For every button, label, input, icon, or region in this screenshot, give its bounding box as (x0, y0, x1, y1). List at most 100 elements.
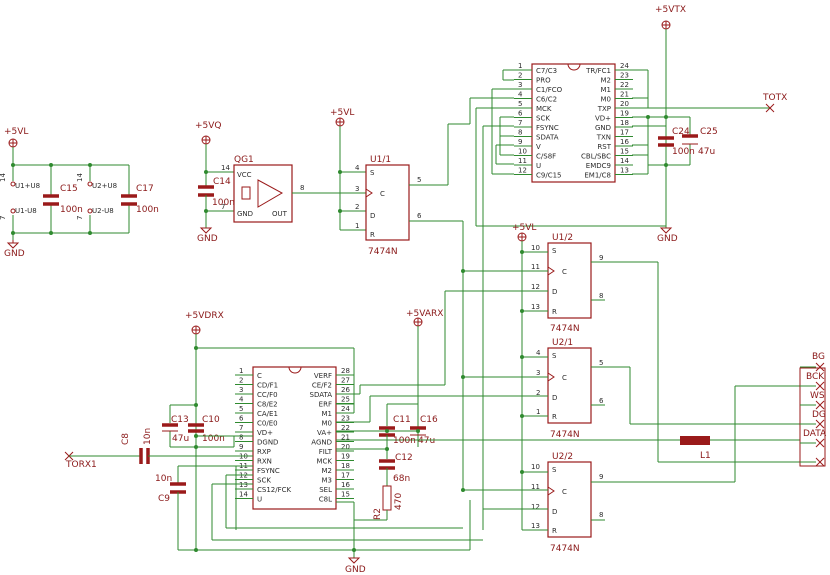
chip-pin-label: EMDC9 (586, 162, 611, 170)
net-bg: BG (812, 352, 825, 362)
flipflop-body (547, 461, 592, 538)
chip-pin-number: 1 (239, 367, 243, 375)
svg-text:9: 9 (599, 473, 603, 481)
svg-text:7474N: 7474N (550, 544, 580, 554)
chip-pin-number: 16 (341, 481, 350, 489)
chip-pin-label: VD+ (595, 115, 611, 123)
chip-pin-number: 5 (239, 405, 243, 413)
chip-pin-label: EM1/C8 (584, 172, 611, 180)
chip-pin-number: 14 (239, 491, 248, 499)
chip-pin-label: M1 (601, 86, 612, 94)
svg-text:U2/1: U2/1 (552, 338, 573, 348)
svg-text:10: 10 (531, 463, 540, 471)
chip-pin-label: ERF (319, 401, 332, 409)
chip-pin-number: 8 (518, 129, 522, 137)
chip-pin-number: 4 (518, 91, 523, 99)
svg-text:14: 14 (221, 164, 230, 172)
svg-text:C: C (562, 374, 567, 382)
chip-pin-label: V (536, 143, 541, 151)
chip-pin-number: 24 (620, 62, 629, 70)
svg-text:8: 8 (300, 184, 304, 192)
svg-text:8: 8 (599, 292, 603, 300)
svg-text:10n: 10n (143, 428, 153, 445)
chip-pin-number: 14 (620, 157, 629, 165)
chip-pin-number: 23 (341, 415, 350, 423)
tx-chip-body (531, 63, 616, 183)
svg-text:3: 3 (536, 369, 540, 377)
chip-pin-label: U (257, 496, 262, 504)
svg-text:7: 7 (0, 216, 7, 220)
chip-pin-label: C0/E0 (257, 420, 278, 428)
svg-text:R: R (552, 527, 557, 535)
chip-pin-number: 7 (518, 119, 522, 127)
svg-text:D: D (552, 508, 557, 516)
chip-pin-label: MCK (536, 105, 552, 113)
chip-pin-label: C7/C3 (536, 67, 557, 75)
net-ws: WS (810, 391, 825, 401)
chip-pin-label: M0 (601, 96, 612, 104)
chip-pin-number: 1 (518, 62, 522, 70)
rx-chip-body (252, 366, 337, 510)
svg-text:5: 5 (599, 359, 603, 367)
svg-text:+5VARX: +5VARX (406, 309, 443, 319)
chip-pin-label: MCK (316, 458, 332, 466)
svg-text:13: 13 (531, 303, 540, 311)
chip-pin-label: M3 (322, 477, 333, 485)
svg-text:C11: C11 (393, 415, 411, 425)
chip-pin-number: 20 (341, 443, 350, 451)
svg-text:GND: GND (345, 565, 366, 575)
power-label: +5VL (4, 127, 28, 137)
svg-text:1: 1 (536, 408, 540, 416)
flipflop-body (547, 347, 592, 424)
c17-label: C17 (136, 184, 154, 194)
chip-pin-label: SEL (319, 486, 332, 494)
chip-pin-label: CBL/SBC (581, 153, 611, 161)
chip-pin-number: 6 (239, 415, 244, 423)
chip-pin-label: M1 (322, 410, 333, 418)
svg-text:C9: C9 (158, 494, 170, 504)
chip-pin-number: 18 (341, 462, 350, 470)
svg-text:L1: L1 (700, 451, 711, 461)
svg-text:C: C (562, 488, 567, 496)
chip-pin-label: M0 (322, 420, 333, 428)
svg-text:U1/2: U1/2 (552, 233, 573, 243)
svg-text:D: D (552, 288, 557, 296)
svg-text:C12: C12 (395, 453, 413, 463)
svg-text:+5VTX: +5VTX (655, 5, 686, 15)
net-data: DATA (803, 429, 827, 439)
chip-pin-label: CE/F2 (312, 382, 332, 390)
chip-pin-number: 9 (518, 138, 522, 146)
svg-text:7: 7 (76, 216, 84, 220)
chip-pin-number: 13 (620, 167, 629, 175)
chip-pin-label: C8/E2 (257, 401, 278, 409)
supply-decoupling: +5VL U1+U8 U1-U8 U2+U8 U2-U8 14 7 14 7 C… (0, 127, 159, 259)
svg-text:2: 2 (536, 389, 540, 397)
svg-text:470: 470 (394, 493, 404, 510)
chip-pin-label: GND (595, 124, 611, 132)
svg-text:100n: 100n (672, 147, 695, 157)
svg-text:R: R (552, 308, 557, 316)
svg-text:47u: 47u (418, 436, 435, 446)
svg-text:10: 10 (531, 244, 540, 252)
chip-pin-label: TXN (596, 134, 611, 142)
chip-pin-label: DGND (257, 439, 278, 447)
svg-text:7474N: 7474N (550, 324, 580, 334)
chip-pin-label: VERF (314, 372, 332, 380)
chip-pin-number: 6 (518, 110, 523, 118)
chip-pin-label: FSYNC (257, 467, 280, 475)
chip-pin-number: 18 (620, 119, 629, 127)
svg-text:2: 2 (355, 203, 359, 211)
svg-text:7474N: 7474N (550, 430, 580, 440)
flipflop-body (547, 242, 592, 319)
svg-text:100n: 100n (393, 436, 416, 446)
chip-pin-number: 19 (620, 110, 629, 118)
chip-pin-label: SCK (257, 477, 271, 485)
chip-pin-number: 19 (341, 453, 350, 461)
chip-pin-number: 7 (239, 424, 243, 432)
chip-pin-label: CC/F0 (257, 391, 278, 399)
svg-text:S: S (370, 169, 375, 177)
chip-pin-label: RST (597, 143, 611, 151)
rx-chip: 1C2CD/F13CC/F04C8/E25CA/E16C0/E07VD+8DGN… (64, 291, 800, 575)
chip-pin-label: CS12/FCK (257, 486, 292, 494)
